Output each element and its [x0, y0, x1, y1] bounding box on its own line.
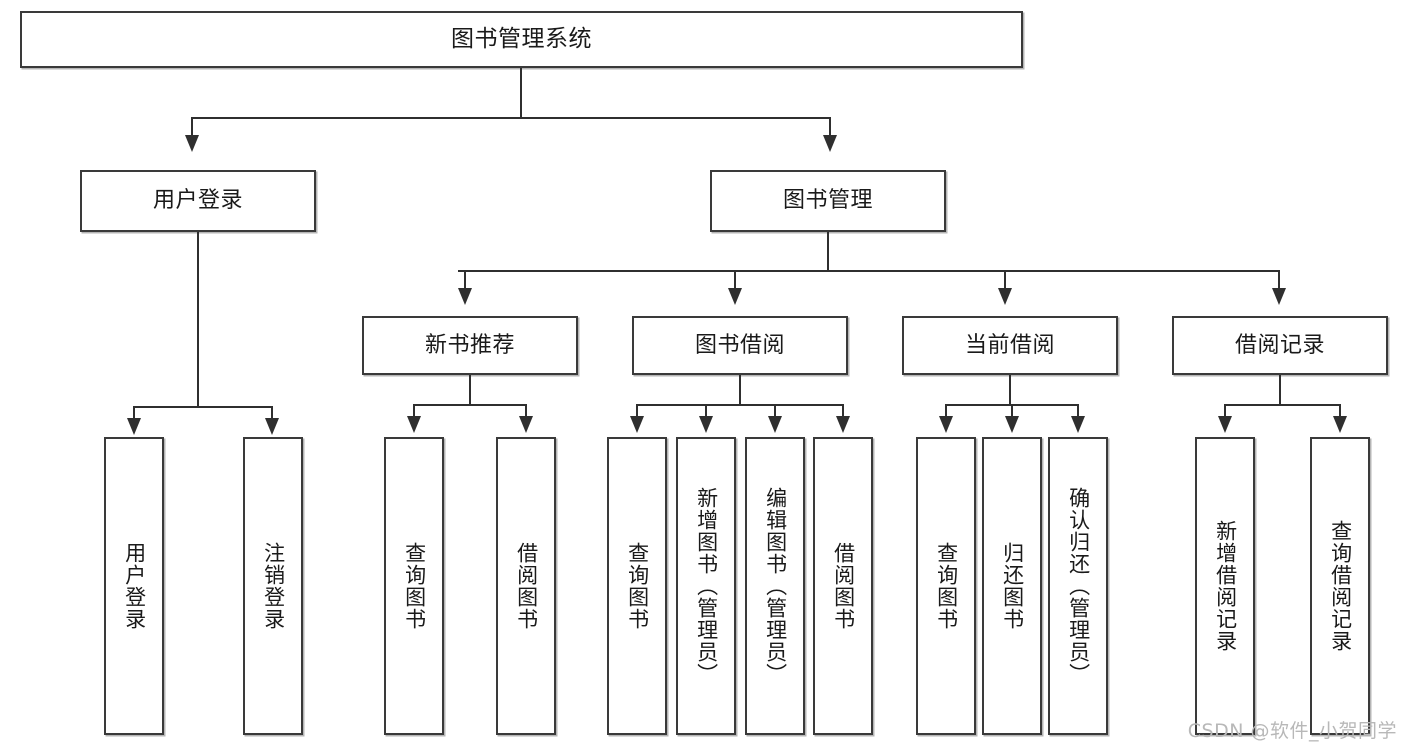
connector-bm-drop-2: [734, 270, 736, 290]
connector-root-drop-left: [191, 117, 193, 137]
connector-cb-drop-2: [1011, 404, 1013, 418]
connector-nb-drop-2: [525, 404, 527, 418]
connector-root-drop-right: [829, 117, 831, 137]
connector-cb-drop-1: [945, 404, 947, 418]
node-new-book-recommend[interactable]: 新书推荐: [362, 316, 578, 375]
leaf-query-borrow-record[interactable]: 查询借阅记录: [1310, 437, 1370, 735]
connector-book-management-bar: [458, 270, 1280, 272]
connector-borrow-records-stem: [1279, 375, 1281, 406]
connector-br-drop-2: [1339, 404, 1341, 418]
node-label: 借阅图书: [831, 542, 856, 630]
node-label: 当前借阅: [964, 332, 1055, 358]
leaf-user-login[interactable]: 用户登录: [104, 437, 164, 735]
node-label: 新书推荐: [424, 332, 515, 358]
connector-root-bar: [191, 117, 831, 119]
node-label: 借阅图书: [514, 542, 539, 630]
connector-bb-drop-2: [705, 404, 707, 418]
node-label: 新增借阅记录: [1213, 520, 1238, 652]
node-book-borrow[interactable]: 图书借阅: [632, 316, 848, 375]
connector-br-drop-1: [1224, 404, 1226, 418]
leaf-borrow-book-new[interactable]: 借阅图书: [496, 437, 556, 735]
connector-nb-drop-1: [413, 404, 415, 418]
node-label: 图书管理系统: [451, 26, 592, 53]
leaf-edit-book-admin[interactable]: 编辑图书（管理员）: [745, 437, 805, 735]
node-label: 注销登录: [261, 542, 286, 630]
leaf-query-book-borrow[interactable]: 查询图书: [607, 437, 667, 735]
arrow-to-leaf-edit-book: [768, 416, 782, 433]
node-label: 借阅记录: [1234, 332, 1325, 358]
node-label: 编辑图书（管理员）: [763, 487, 788, 685]
connector-bm-drop-4: [1278, 270, 1280, 290]
connector-bm-drop-3: [1004, 270, 1006, 290]
connector-borrow-records-bar: [1224, 404, 1341, 406]
node-label: 图书管理: [782, 188, 873, 214]
arrow-to-leaf-borrow-book-bb: [836, 416, 850, 433]
node-label: 查询借阅记录: [1328, 520, 1353, 652]
node-label: 新增图书（管理员）: [694, 487, 719, 685]
arrow-to-leaf-confirm-return: [1071, 416, 1085, 433]
leaf-add-book-admin[interactable]: 新增图书（管理员）: [676, 437, 736, 735]
node-label: 归还图书: [1000, 542, 1025, 630]
leaf-return-book[interactable]: 归还图书: [982, 437, 1042, 735]
connector-new-books-stem: [469, 375, 471, 406]
connector-bb-drop-1: [636, 404, 638, 418]
connector-user-login-stem: [197, 232, 199, 408]
node-label: 查询图书: [625, 542, 650, 630]
arrow-to-leaf-query-book-bb: [630, 416, 644, 433]
arrow-to-leaf-add-book: [699, 416, 713, 433]
arrow-to-leaf-query-book-nb: [407, 416, 421, 433]
arrow-to-book-borrow: [728, 288, 742, 305]
node-user-login[interactable]: 用户登录: [80, 170, 316, 232]
leaf-add-borrow-record[interactable]: 新增借阅记录: [1195, 437, 1255, 735]
node-label: 查询图书: [934, 542, 959, 630]
node-root-library-system[interactable]: 图书管理系统: [20, 11, 1023, 68]
leaf-query-book-new[interactable]: 查询图书: [384, 437, 444, 735]
arrow-to-current-borrow: [998, 288, 1012, 305]
arrow-to-leaf-return-book: [1005, 416, 1019, 433]
connector-root-stem: [520, 68, 522, 118]
connector-bb-drop-4: [842, 404, 844, 418]
arrow-to-book-management: [823, 135, 837, 152]
connector-bm-drop-1: [464, 270, 466, 290]
connector-new-books-bar: [413, 404, 527, 406]
arrow-to-leaf-user-login: [127, 418, 141, 435]
node-borrow-records[interactable]: 借阅记录: [1172, 316, 1388, 375]
node-label: 用户登录: [152, 188, 243, 214]
arrow-to-leaf-borrow-book-nb: [519, 416, 533, 433]
arrow-to-borrow-records: [1272, 288, 1286, 305]
connector-book-borrow-stem: [739, 375, 741, 406]
leaf-logout[interactable]: 注销登录: [243, 437, 303, 735]
connector-user-login-drop-1: [133, 406, 135, 420]
connector-current-borrow-stem: [1009, 375, 1011, 406]
node-label: 查询图书: [402, 542, 427, 630]
connector-user-login-bar: [133, 406, 271, 408]
connector-user-login-drop-2: [271, 406, 273, 420]
arrow-to-leaf-query-record: [1333, 416, 1347, 433]
connector-book-borrow-bar: [636, 404, 844, 406]
arrow-to-user-login: [185, 135, 199, 152]
node-book-management[interactable]: 图书管理: [710, 170, 946, 232]
leaf-borrow-book[interactable]: 借阅图书: [813, 437, 873, 735]
node-current-borrow[interactable]: 当前借阅: [902, 316, 1118, 375]
arrow-to-new-books: [458, 288, 472, 305]
leaf-query-book-current[interactable]: 查询图书: [916, 437, 976, 735]
leaf-confirm-return-admin[interactable]: 确认归还（管理员）: [1048, 437, 1108, 735]
node-label: 图书借阅: [694, 332, 785, 358]
node-label: 确认归还（管理员）: [1066, 487, 1091, 685]
connector-cb-drop-3: [1077, 404, 1079, 418]
connector-book-management-stem: [827, 232, 829, 272]
arrow-to-leaf-logout: [265, 418, 279, 435]
arrow-to-leaf-query-book-cb: [939, 416, 953, 433]
arrow-to-leaf-add-record: [1218, 416, 1232, 433]
node-label: 用户登录: [122, 542, 147, 630]
connector-bb-drop-3: [774, 404, 776, 418]
